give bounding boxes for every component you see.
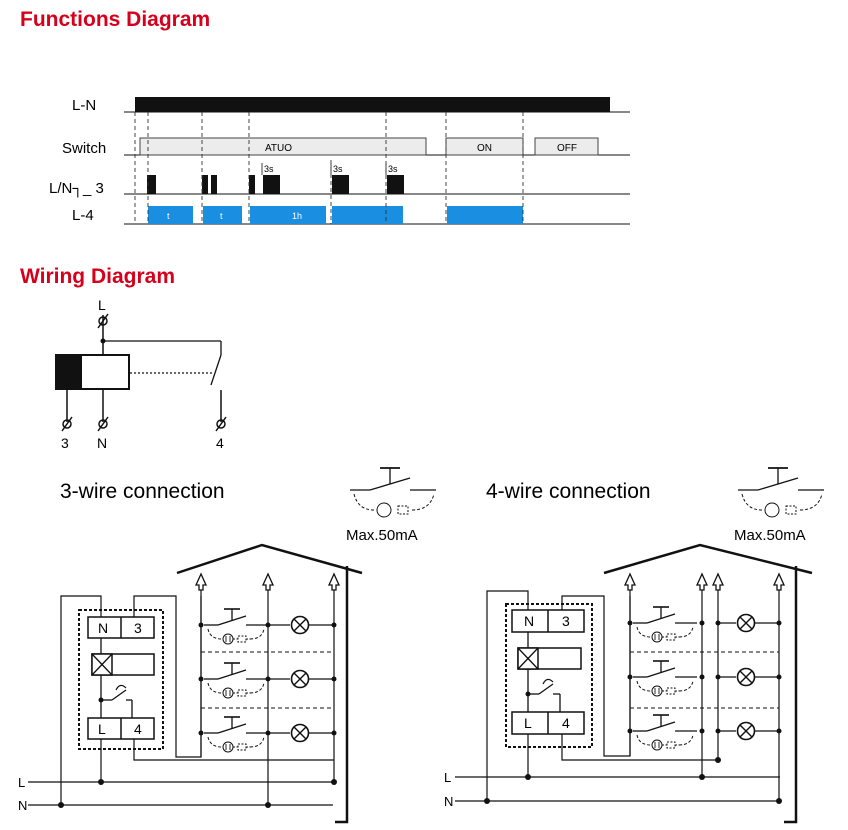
bus-label-l: L	[18, 775, 25, 790]
arrow-up-icon	[195, 573, 207, 591]
mode-on-label: ON	[477, 143, 492, 154]
bus-label-l: L	[444, 770, 451, 785]
three-wire-note: Max.50mA	[346, 527, 418, 544]
four-wire-title: 4-wire connection	[486, 480, 651, 503]
bus-label-n: N	[18, 798, 27, 813]
output-pulse-t1	[148, 206, 193, 224]
output-pulse-t2	[203, 206, 242, 224]
bus-label-n: N	[444, 794, 453, 809]
arrow-up-icon	[712, 573, 724, 591]
arrow-up-icon	[696, 573, 708, 591]
timing-diagram: L-N Switch L/N┐_ 3 L-4 ATUO ON OFF 3s 3s…	[49, 97, 630, 225]
push-button-icon	[632, 606, 698, 643]
arrow-up-icon	[773, 573, 785, 591]
lamp-icon	[290, 615, 310, 635]
row-label-ln: L-N	[72, 97, 96, 114]
four-wire-note: Max.50mA	[734, 527, 806, 544]
row-label-switch: Switch	[62, 140, 106, 157]
row-label-out: L-4	[72, 207, 94, 224]
long-press-label: 3s	[264, 164, 274, 174]
output-pulse-on	[447, 206, 523, 224]
four-wire-module	[505, 603, 593, 748]
three-wire-diagram: 3-wire connection Max.50mA L N N 3	[18, 467, 436, 824]
three-wire-module	[78, 609, 164, 750]
functions-diagram-title: Functions Diagram	[20, 8, 211, 31]
push-button-icon	[203, 662, 269, 699]
arrow-up-icon	[262, 573, 274, 591]
four-wire-diagram: 4-wire connection Max.50mA L N N 3	[444, 467, 824, 824]
relay-terminal-3: 3	[134, 620, 142, 636]
push-pulse-long	[387, 175, 404, 194]
output-label-t: t	[167, 211, 170, 221]
push-pulse-long	[332, 175, 349, 194]
lamp-icon	[736, 613, 756, 633]
long-press-label: 3s	[333, 164, 343, 174]
lamp-icon	[290, 723, 310, 743]
mode-auto-box	[139, 137, 427, 156]
long-press-label: 3s	[388, 164, 398, 174]
push-pulse	[211, 175, 217, 194]
push-button-icon	[632, 714, 698, 751]
push-pulse	[147, 175, 156, 194]
relay-terminal-4: 4	[134, 721, 142, 737]
terminal-label-n: N	[97, 435, 107, 451]
push-button-icon	[203, 608, 269, 645]
relay-terminal-4: 4	[562, 715, 570, 731]
push-button-icon	[203, 716, 269, 753]
push-button-icon	[632, 660, 698, 697]
relay-coil-block	[55, 354, 82, 390]
arrow-up-icon	[624, 573, 636, 591]
push-pulse	[202, 175, 208, 194]
wiring-diagram-title: Wiring Diagram	[20, 265, 175, 288]
three-wire-title: 3-wire connection	[60, 480, 225, 503]
arrow-up-icon	[328, 573, 340, 591]
push-pulse-long	[263, 175, 280, 194]
mode-off-box	[534, 137, 599, 156]
relay-terminal-l: L	[524, 715, 532, 731]
lamp-icon	[736, 667, 756, 687]
push-pulse	[249, 175, 255, 194]
output-pulse-off	[332, 206, 403, 224]
relay-body	[80, 354, 130, 390]
relay-terminal-n: N	[524, 613, 534, 629]
ln-supply-bar	[135, 97, 610, 112]
lamp-icon	[290, 669, 310, 689]
output-label-t: t	[220, 211, 223, 221]
terminal-label-l: L	[98, 297, 106, 313]
row-label-push: L/N┐_ 3	[49, 180, 104, 198]
relay-terminal-n: N	[98, 620, 108, 636]
mode-off-label: OFF	[557, 143, 577, 154]
terminal-label-3: 3	[61, 435, 69, 451]
mode-on-box	[445, 137, 524, 156]
module-symbol: L 3 N 4	[55, 297, 227, 451]
lamp-icon	[736, 721, 756, 741]
output-label-1h: 1h	[292, 211, 302, 221]
relay-terminal-l: L	[98, 721, 106, 737]
relay-terminal-3: 3	[562, 613, 570, 629]
mode-auto-label: ATUO	[265, 143, 292, 154]
output-pulse-1h	[250, 206, 326, 224]
terminal-label-4: 4	[216, 435, 224, 451]
